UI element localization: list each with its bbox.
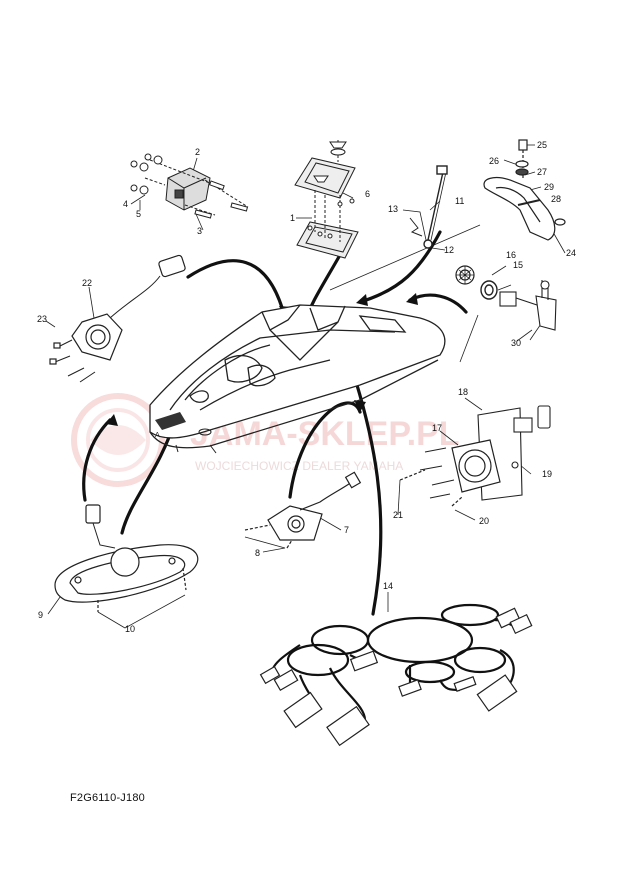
part-24-bracket — [483, 139, 566, 241]
callout-27: 27 — [537, 167, 547, 177]
callout-1: 1 — [290, 213, 295, 223]
part-1-plate — [294, 140, 359, 259]
part-16-grommet — [455, 265, 475, 285]
callout-8: 8 — [255, 548, 260, 558]
part-2-fasteners — [130, 153, 249, 219]
boat-bow-mark: A — [155, 432, 160, 439]
watermark-logo — [71, 393, 165, 487]
callout-24: 24 — [566, 248, 576, 258]
part-22-gauge — [49, 254, 186, 383]
callout-29: 29 — [544, 182, 554, 192]
callout-22: 22 — [82, 278, 92, 288]
callout-30: 30 — [511, 338, 521, 348]
callout-12: 12 — [444, 245, 454, 255]
boat-hull — [149, 304, 446, 454]
callout-21: 21 — [393, 510, 403, 520]
callout-labels: 1 2 3 4 5 6 7 8 9 10 11 12 13 14 15 16 1… — [37, 140, 576, 634]
callout-25: 25 — [537, 140, 547, 150]
callout-14: 14 — [383, 581, 393, 591]
callout-20: 20 — [479, 516, 489, 526]
part-11-rod — [409, 165, 448, 249]
part-30-sensor — [499, 280, 557, 331]
part-1-hardware — [307, 141, 355, 239]
callout-9: 9 — [38, 610, 43, 620]
diagram-code: F2G6110-J180 — [70, 792, 145, 804]
callout-17: 17 — [432, 423, 442, 433]
callout-13: 13 — [388, 204, 398, 214]
callout-23: 23 — [37, 314, 47, 324]
part-15-ring — [480, 280, 498, 300]
part-14-harness — [270, 603, 515, 721]
part-9-cover — [54, 504, 199, 612]
callout-5: 5 — [136, 209, 141, 219]
boat-bow-grille — [155, 412, 186, 430]
part-2-box — [144, 159, 249, 216]
part-17-meter — [399, 439, 501, 507]
part-14-connectors — [259, 607, 533, 747]
watermark-subtext: WOJCIECHOWICZ DEALER YAMAHA — [195, 459, 403, 473]
boat-bow-light — [198, 428, 212, 436]
callout-18: 18 — [458, 387, 468, 397]
callout-4: 4 — [123, 199, 128, 209]
callout-16: 16 — [506, 250, 516, 260]
callout-19: 19 — [542, 469, 552, 479]
callout-15: 15 — [513, 260, 523, 270]
callout-10: 10 — [125, 624, 135, 634]
callout-11: 11 — [455, 196, 464, 206]
callout-3: 3 — [197, 226, 202, 236]
callout-7: 7 — [344, 525, 349, 535]
part-7-light — [244, 471, 362, 549]
callout-6: 6 — [365, 189, 370, 199]
callout-28: 28 — [551, 194, 561, 204]
callout-2: 2 — [195, 147, 200, 157]
callout-26: 26 — [489, 156, 499, 166]
